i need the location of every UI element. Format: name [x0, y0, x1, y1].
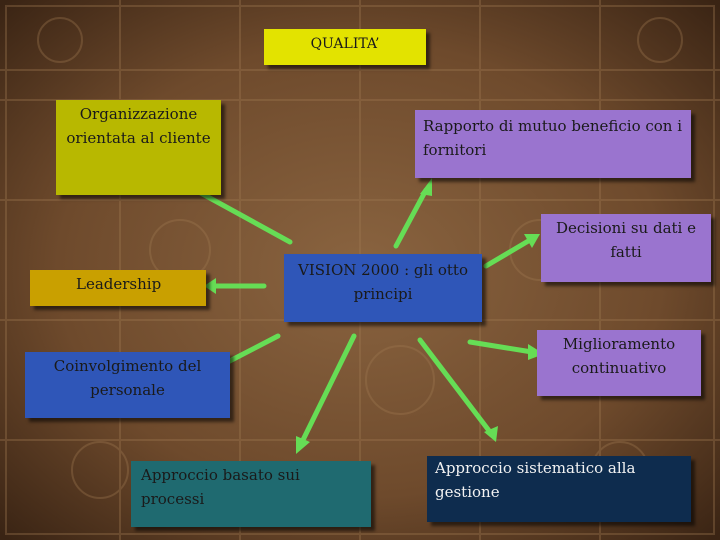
principle-label-decisioni: Decisioni su dati e fatti — [556, 219, 696, 261]
principle-box-leadership: Leadership — [30, 270, 206, 306]
arrow-to-sistematico — [417, 337, 493, 435]
arrowhead-decisioni — [524, 234, 540, 248]
principle-label-cliente: Organizzazione orientata al cliente — [66, 105, 211, 147]
arrow-to-miglioramento — [467, 339, 535, 355]
principle-label-personale: Coinvolgimento del personale — [53, 357, 202, 399]
principle-box-processi: Approccio basato sui processi — [131, 461, 371, 527]
center-label: VISION 2000 : gli otto principi — [298, 261, 468, 303]
principle-label-sistematico: Approccio sistematico alla gestione — [435, 459, 636, 501]
arrow-to-decisioni — [483, 237, 533, 269]
arrowhead-miglioramento — [528, 344, 544, 360]
title-label: QUALITA’ — [310, 36, 380, 52]
arrow-to-cliente — [185, 183, 293, 245]
principle-label-leadership: Leadership — [76, 275, 162, 293]
principle-box-fornitori: Rapporto di mutuo beneficio con i fornit… — [415, 110, 691, 178]
title-box: QUALITA’ — [264, 29, 426, 65]
principle-label-miglioramento: Miglioramento continuativo — [562, 335, 676, 377]
principle-label-processi: Approccio basato sui processi — [141, 466, 300, 508]
center-box-vision: VISION 2000 : gli otto principi — [284, 254, 482, 322]
principle-box-decisioni: Decisioni su dati e fatti — [541, 214, 711, 282]
principle-label-fornitori: Rapporto di mutuo beneficio con i fornit… — [423, 117, 683, 159]
arrowhead-sistematico — [484, 426, 498, 442]
principle-box-sistematico: Approccio sistematico alla gestione — [427, 456, 691, 522]
arrowhead-leadership — [204, 278, 216, 294]
principle-box-cliente: Organizzazione orientata al cliente — [56, 100, 221, 195]
arrow-to-processi — [299, 333, 357, 445]
principle-box-miglioramento: Miglioramento continuativo — [537, 330, 701, 396]
principle-box-personale: Coinvolgimento del personale — [25, 352, 230, 418]
arrowhead-processi — [296, 436, 310, 454]
arrowhead-fornitori — [420, 178, 432, 196]
arrow-to-fornitori — [393, 187, 429, 249]
